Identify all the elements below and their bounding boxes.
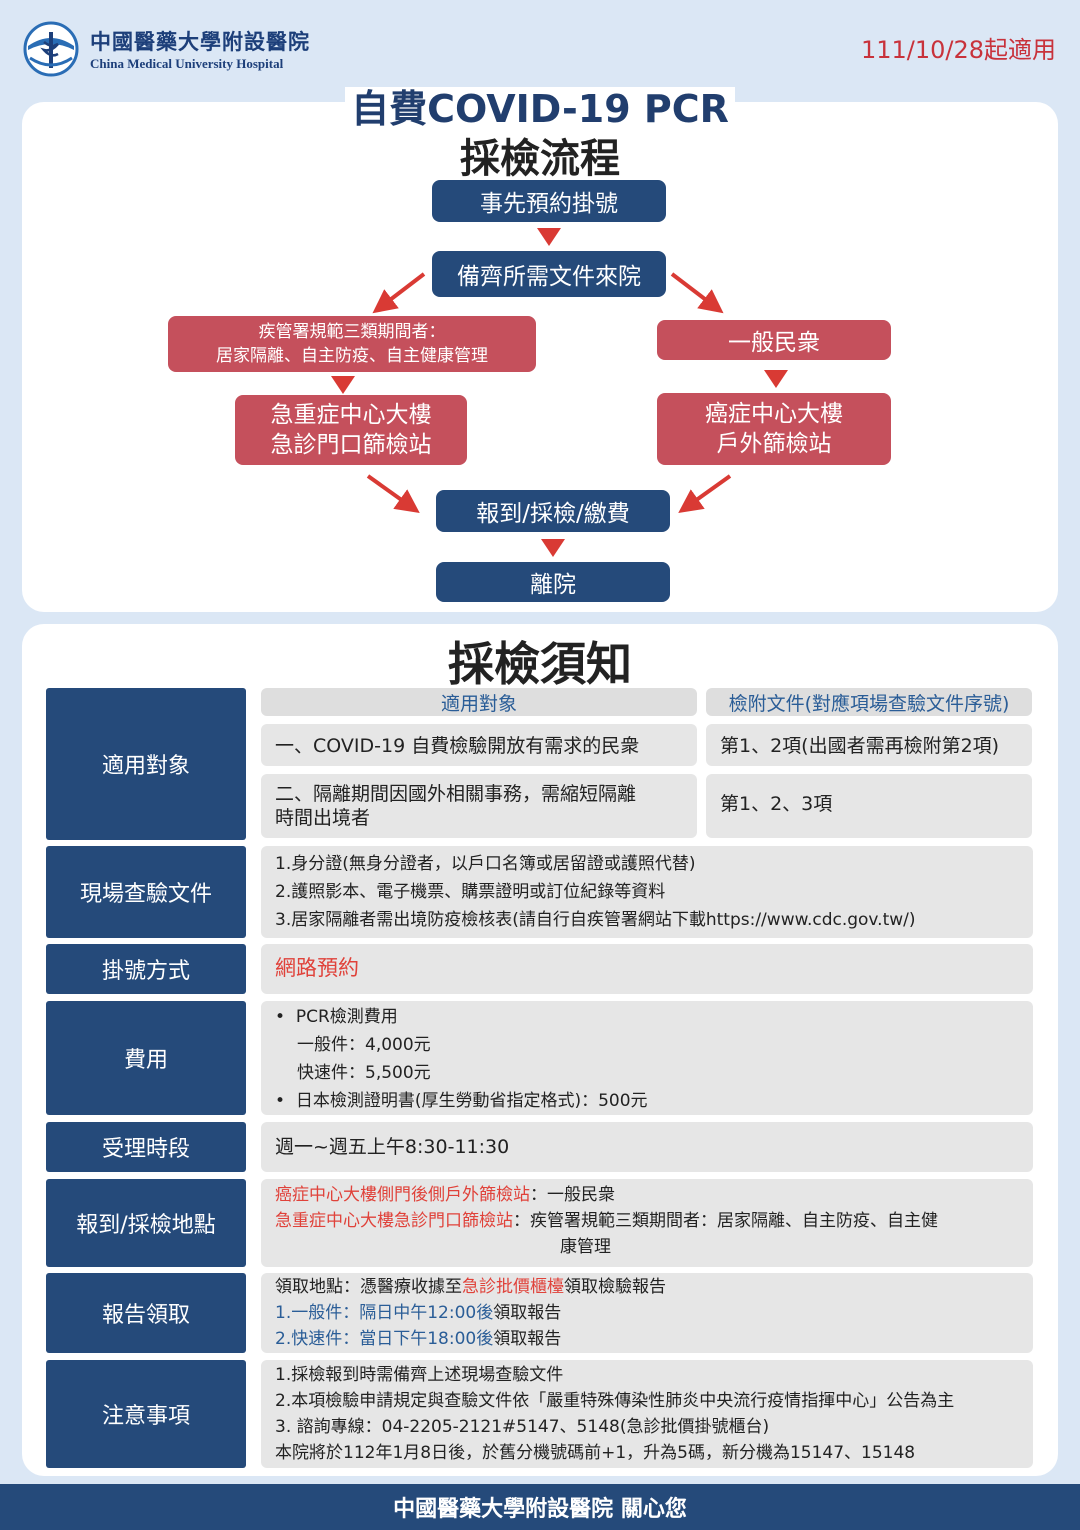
arrow-right-to-checkin <box>678 474 732 513</box>
flow-step-checkin: 報到/採檢/繳費 <box>436 490 670 532</box>
documents-line3: 3.居家隔離者需出境防疫檢核表(請自行自疾管署網站下載https://www.c… <box>275 910 916 930</box>
row-label-notes: 注意事項 <box>46 1360 246 1468</box>
row-label-documents: 現場查驗文件 <box>46 846 246 938</box>
fee-line4-text: 日本檢測證明書(厚生勞動省指定格式)：500元 <box>295 1091 648 1111</box>
fee-line3: 快速件：5,500元 <box>297 1063 431 1083</box>
arrow-left-to-checkin <box>366 474 420 513</box>
left-site-line2: 急診門口篩檢站 <box>270 432 432 458</box>
hours-value: 週一~週五上午8:30-11:30 <box>275 1136 510 1158</box>
location-line1-red: 癌症中心大樓側門後側戶外篩檢站 <box>275 1185 530 1205</box>
report-line1-a: 領取地點：憑醫療收據至 <box>275 1277 462 1297</box>
location-line2-rest: ：疾管署規範三類期間者：居家隔離、自主防疫、自主健 <box>513 1211 938 1231</box>
target-col2-header: 檢附文件(對應項場查驗文件序號) <box>706 688 1032 716</box>
row-label-location: 報到/採檢地點 <box>46 1179 246 1267</box>
hospital-name-en: China Medical University Hospital <box>90 56 284 71</box>
arrow-to-left-group <box>372 272 426 314</box>
row-label-target: 適用對象 <box>46 688 246 840</box>
notes-line1: 1.採檢報到時需備齊上述現場查驗文件 <box>275 1365 564 1385</box>
footer-bar: 中國醫藥大學附設醫院 關心您 <box>0 1484 1080 1530</box>
location-line1: 癌症中心大樓側門後側戶外篩檢站：一般民衆 <box>275 1182 1019 1208</box>
row-label-registration: 掛號方式 <box>46 944 246 994</box>
target-item1: 一、COVID-19 自費檢驗開放有需求的民衆 <box>261 724 697 766</box>
flow-left-site: 急重症中心大樓 急診門口篩檢站 <box>235 395 467 465</box>
location-line1-rest: ：一般民衆 <box>530 1185 615 1205</box>
documents-cell: 1.身分證(無身分證者，以戶口名簿或居留證或護照代替) 2.護照影本、電子機票、… <box>261 846 1033 938</box>
documents-line1: 1.身分證(無身分證者，以戶口名簿或居留證或護照代替) <box>275 854 696 874</box>
target-item2-line2: 時間出境者 <box>275 807 371 829</box>
fee-line2: 一般件：4,000元 <box>297 1035 431 1055</box>
flow-step-reserve: 事先預約掛號 <box>432 180 666 222</box>
left-group-line1: 疾管署規範三類期間者： <box>258 322 446 342</box>
registration-method: 網路預約 <box>275 956 359 980</box>
effective-date: 111/10/28起適用 <box>860 36 1056 64</box>
right-site-line2: 戶外篩檢站 <box>716 431 832 457</box>
report-cell: 領取地點：憑醫療收據至急診批價櫃檯領取檢驗報告 1.一般件：隔日中午12:00後… <box>261 1273 1033 1353</box>
notes-cell: 1.採檢報到時需備齊上述現場查驗文件 2.本項檢驗申請規定與查驗文件依「嚴重特殊… <box>261 1360 1033 1468</box>
flow-right-group: 一般民衆 <box>657 320 891 360</box>
flow-right-site: 癌症中心大樓 戶外篩檢站 <box>657 393 891 465</box>
hospital-emblem-icon <box>23 21 79 77</box>
location-cell: 癌症中心大樓側門後側戶外篩檢站：一般民衆 急重症中心大樓急診門口篩檢站：疾管署規… <box>261 1179 1033 1267</box>
target-item1-docs-text: 第1、2項(出國者需再檢附第2項) <box>720 735 1000 757</box>
notes-line2: 2.本項檢驗申請規定與查驗文件依「嚴重特殊傳染性肺炎中央流行疫情指揮中心」公告為… <box>275 1391 955 1411</box>
arrow-down-icon <box>764 370 788 388</box>
flow-subtitle: 採檢流程 <box>460 136 620 182</box>
location-line2: 急重症中心大樓急診門口篩檢站：疾管署規範三類期間者：居家隔離、自主防疫、自主健 <box>275 1208 1019 1234</box>
fee-line1: • PCR檢測費用 <box>275 1003 1019 1031</box>
left-group-line2: 居家隔離、自主防疫、自主健康管理 <box>216 346 488 366</box>
target-item2-docs: 第1、2、3項 <box>706 774 1032 838</box>
report-line2: 1.一般件：隔日中午12:00後領取報告 <box>275 1300 1019 1326</box>
arrow-down-icon <box>331 376 355 394</box>
report-line3-blue: 2.快速件：當日下午18:00後 <box>275 1329 494 1349</box>
report-line3-rest: 領取報告 <box>493 1329 562 1349</box>
fee-cell: • PCR檢測費用 一般件：4,000元 快速件：5,500元 • 日本檢測證明… <box>261 1001 1033 1115</box>
notes-line4: 本院將於112年1月8日後，於舊分機號碼前+1，升為5碼，新分機為15147、1… <box>275 1443 916 1463</box>
flow-title: 自費COVID-19 PCR <box>0 78 1080 133</box>
bullet-icon: • <box>275 1091 296 1111</box>
flow-left-group: 疾管署規範三類期間者： 居家隔離、自主防疫、自主健康管理 <box>168 316 536 372</box>
row-label-report: 報告領取 <box>46 1273 246 1353</box>
documents-line2: 2.護照影本、電子機票、購票證明或訂位紀錄等資料 <box>275 882 666 902</box>
row-label-fee: 費用 <box>46 1001 246 1115</box>
flow-title-text: 自費COVID-19 PCR <box>345 87 735 131</box>
fee-line1-text: PCR檢測費用 <box>295 1007 398 1027</box>
target-item1-text: 一、COVID-19 自費檢驗開放有需求的民衆 <box>275 735 640 757</box>
flow-step-leave: 離院 <box>436 562 670 602</box>
report-line2-rest: 領取報告 <box>493 1303 562 1323</box>
target-item2-line1: 二、隔離期間因國外相關事務，需縮短隔離 <box>275 783 637 805</box>
fee-line4: • 日本檢測證明書(厚生勞動省指定格式)：500元 <box>275 1087 1019 1115</box>
right-site-line1: 癌症中心大樓 <box>705 401 843 427</box>
hours-cell: 週一~週五上午8:30-11:30 <box>261 1122 1033 1172</box>
target-col1-header: 適用對象 <box>261 688 697 716</box>
report-line2-blue: 1.一般件：隔日中午12:00後 <box>275 1303 494 1323</box>
arrow-to-right-group <box>670 272 724 314</box>
report-line1: 領取地點：憑醫療收據至急診批價櫃檯領取檢驗報告 <box>275 1274 1019 1300</box>
hospital-name-cn: 中國醫藥大學附設醫院 <box>90 29 310 54</box>
notice-title: 採檢須知 <box>448 637 632 691</box>
flow-diagonal-arrows <box>366 272 732 513</box>
flow-step-documents: 備齊所需文件來院 <box>432 251 666 297</box>
target-item2: 二、隔離期間因國外相關事務，需縮短隔離 時間出境者 <box>261 774 697 838</box>
report-line1-b: 領取檢驗報告 <box>564 1277 666 1297</box>
report-line1-red: 急診批價櫃檯 <box>462 1277 564 1297</box>
row-label-hours: 受理時段 <box>46 1122 246 1172</box>
left-site-line1: 急重症中心大樓 <box>270 402 432 428</box>
arrow-down-icon <box>537 228 561 246</box>
report-line3: 2.快速件：當日下午18:00後領取報告 <box>275 1326 1019 1352</box>
target-item2-docs-text: 第1、2、3項 <box>720 793 833 815</box>
bullet-icon: • <box>275 1007 296 1027</box>
registration-cell: 網路預約 <box>261 944 1033 994</box>
arrow-down-icon <box>541 539 565 557</box>
target-item1-docs: 第1、2項(出國者需再檢附第2項) <box>706 724 1032 766</box>
location-line2-red: 急重症中心大樓急診門口篩檢站 <box>275 1211 513 1231</box>
location-line3: 康管理 <box>560 1237 611 1257</box>
notes-line3: 3. 諮詢專線：04-2205-2121#5147、5148(急診批價掛號櫃台) <box>275 1417 770 1437</box>
hospital-logo: 中國醫藥大學附設醫院 China Medical University Hosp… <box>22 18 322 77</box>
